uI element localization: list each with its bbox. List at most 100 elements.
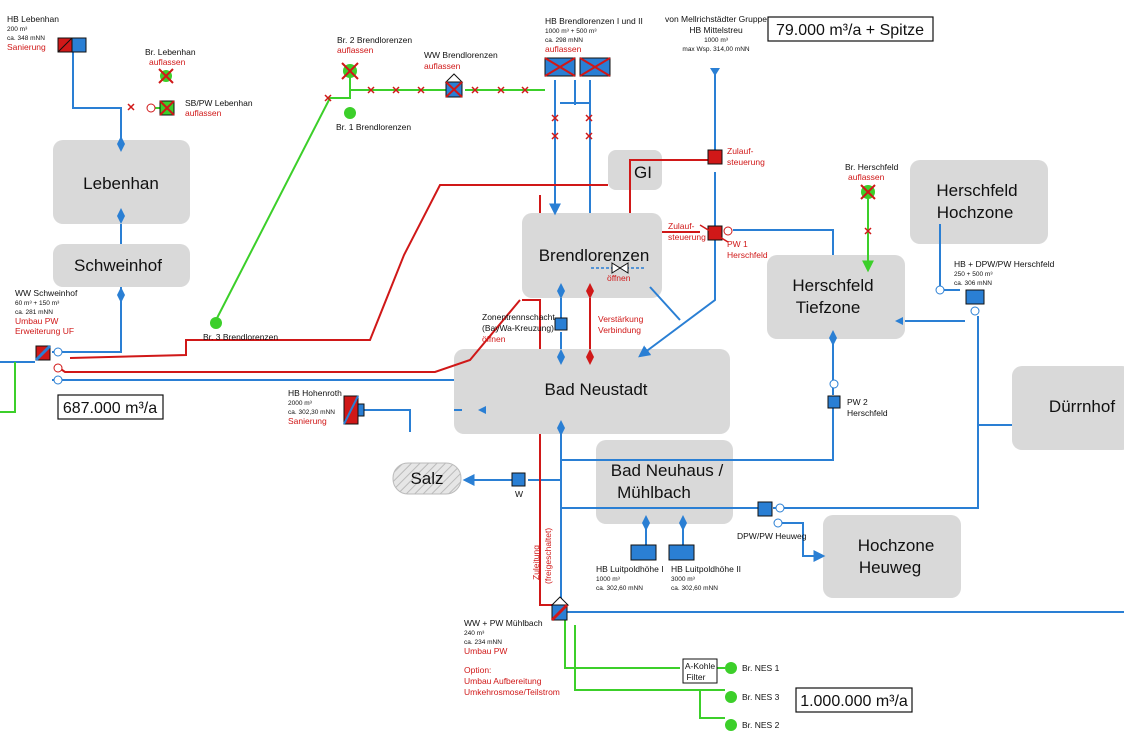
- hb-luitpoldhoehe-1-symbol: [630, 544, 657, 561]
- svg-text:auflassen: auflassen: [185, 108, 222, 118]
- br2-symbol: [341, 62, 359, 80]
- svg-text:Verstärkung: Verstärkung: [598, 314, 644, 324]
- label-br-herschfeld: Br. Herschfeld auflassen: [845, 162, 899, 182]
- label-nes3: Br. NES 3: [742, 692, 780, 702]
- zone-label: Bad Neustadt: [544, 380, 647, 399]
- label-hb-luitpold-1: HB Luitpoldhöhe I 1000 m³ ca. 302,60 mNN: [596, 564, 664, 592]
- svg-text:(BayWa-Kreuzung): (BayWa-Kreuzung): [482, 323, 554, 333]
- label-zuleitung: Zuleitung (freigeschaltet): [531, 528, 553, 584]
- zone-schweinhof: Schweinhof: [53, 244, 190, 287]
- volume-box-top: 79.000 m³/a + Spitze: [767, 16, 934, 42]
- svg-text:ca. 306 mNN: ca. 306 mNN: [954, 280, 992, 287]
- br-lebenhan-symbol: [158, 68, 174, 84]
- zone-brendlorenzen: Brendlorenzen: [522, 213, 662, 298]
- zone-bad-neuhaus: Bad Neuhaus / Mühlbach: [596, 440, 733, 524]
- zone-label: Lebenhan: [83, 174, 159, 193]
- hb-hohenroth-symbol: [343, 395, 365, 425]
- svg-text:Verbindung: Verbindung: [598, 325, 641, 335]
- svg-text:ca. 302,60 mNN: ca. 302,60 mNN: [671, 585, 718, 592]
- label-br3: Br. 3 Brendlorenzen: [203, 332, 278, 342]
- svg-text:Umbau Aufbereitung: Umbau Aufbereitung: [464, 676, 542, 686]
- label-hb-brendlorenzen: HB Brendlorenzen I und II 1000 m³ + 500 …: [545, 16, 643, 54]
- zone-bad-neustadt: Bad Neustadt: [454, 349, 730, 434]
- svg-text:200 m³: 200 m³: [7, 26, 28, 33]
- volume-box-bottom: 1.000.000 m³/a: [795, 687, 913, 713]
- svg-text:Br. 2 Brendlorenzen: Br. 2 Brendlorenzen: [337, 35, 412, 45]
- zone-hochzone-heuweg: Hochzone Heuweg: [823, 515, 961, 598]
- ww-brendlorenzen-symbol: [444, 73, 464, 98]
- zone-label: Tiefzone: [796, 298, 861, 317]
- svg-text:HB Hohenroth: HB Hohenroth: [288, 388, 342, 398]
- svg-text:Herschfeld: Herschfeld: [847, 408, 888, 418]
- zone-label: Dürrnhof: [1049, 397, 1115, 416]
- label-w: W: [515, 489, 523, 499]
- svg-text:Zonentrennschacht: Zonentrennschacht: [482, 312, 555, 322]
- pw2-herschfeld-symbol: [827, 379, 841, 409]
- flow-diamonds: [117, 136, 903, 531]
- hb-dpw-herschfeld-symbol: [935, 285, 985, 316]
- brendlorenzen-oeffnen: öffnen: [591, 262, 646, 283]
- label-dpw-heuweg: DPW/PW Heuweg: [737, 531, 807, 541]
- svg-text:öffnen: öffnen: [482, 334, 506, 344]
- label-nes1: Br. NES 1: [742, 663, 780, 673]
- label-zonentrennschacht: Zonentrennschacht (BayWa-Kreuzung) öffne…: [482, 312, 555, 344]
- label-zulaufsteuerung-1: Zulauf- steuerung: [727, 146, 765, 167]
- zone-label: Schweinhof: [74, 256, 162, 275]
- mellrichstadt-inlet-icon: [710, 68, 720, 76]
- zone-gi: GI: [608, 150, 662, 190]
- zone-label: Salz: [410, 469, 443, 488]
- br-herschfeld-symbol: [860, 184, 876, 200]
- svg-text:1000 m³: 1000 m³: [704, 37, 729, 44]
- svg-text:ca. 348 mNN: ca. 348 mNN: [7, 35, 45, 42]
- zone-label: Mühlbach: [617, 483, 691, 502]
- svg-text:öffnen: öffnen: [607, 273, 631, 283]
- svg-text:79.000 m³/a + Spitze: 79.000 m³/a + Spitze: [776, 22, 924, 39]
- label-nes2: Br. NES 2: [742, 720, 780, 730]
- svg-text:WW Brendlorenzen: WW Brendlorenzen: [424, 50, 498, 60]
- svg-text:Umbau PW: Umbau PW: [464, 646, 507, 656]
- label-zulaufsteuerung-2: Zulauf- steuerung: [668, 221, 706, 242]
- svg-text:ca. 298 mNN: ca. 298 mNN: [545, 37, 583, 44]
- label-verstaerkung: Verstärkung Verbindung: [598, 314, 644, 335]
- zone-label: GI: [634, 163, 652, 182]
- label-br1: Br. 1 Brendlorenzen: [336, 122, 411, 132]
- svg-text:HB Mittelstreu: HB Mittelstreu: [689, 25, 743, 35]
- svg-text:Filter: Filter: [687, 672, 706, 682]
- svg-text:A-Kohle: A-Kohle: [685, 661, 716, 671]
- svg-text:steuerung: steuerung: [727, 157, 765, 167]
- svg-text:auflassen: auflassen: [848, 172, 885, 182]
- svg-text:HB Brendlorenzen I und II: HB Brendlorenzen I und II: [545, 16, 643, 26]
- label-sbpw-lebenhan: SB/PW Lebenhan auflassen: [185, 98, 253, 118]
- svg-text:Umbau PW: Umbau PW: [15, 316, 58, 326]
- svg-text:687.000 m³/a: 687.000 m³/a: [63, 400, 157, 417]
- svg-text:ca. 281 mNN: ca. 281 mNN: [15, 309, 53, 316]
- label-br2: Br. 2 Brendlorenzen auflassen: [337, 35, 412, 55]
- zone-label: Herschfeld: [792, 276, 873, 295]
- zonentrennschacht-symbol: [554, 317, 568, 331]
- svg-text:ca. 234 mNN: ca. 234 mNN: [464, 639, 502, 646]
- svg-text:Sanierung: Sanierung: [7, 42, 46, 52]
- hb-brendlorenzen-symbol: [544, 57, 611, 77]
- svg-text:von Mellrichstädter Gruppe: von Mellrichstädter Gruppe: [665, 14, 767, 24]
- svg-text:auflassen: auflassen: [545, 44, 582, 54]
- zone-label: Herschfeld: [936, 181, 1017, 200]
- zone-label: Hochzone: [937, 203, 1014, 222]
- svg-text:60 m³ + 150 m³: 60 m³ + 150 m³: [15, 300, 60, 307]
- br1-symbol: [344, 107, 356, 119]
- svg-text:Erweiterung UF: Erweiterung UF: [15, 326, 74, 336]
- label-pw2: PW 2 Herschfeld: [847, 397, 888, 418]
- svg-text:max Wsp. 314,00 mNN: max Wsp. 314,00 mNN: [682, 46, 749, 53]
- label-br-lebenhan: Br. Lebenhan auflassen: [145, 47, 196, 67]
- svg-text:Zuleitung: Zuleitung: [531, 545, 541, 580]
- zone-label: Bad Neuhaus /: [611, 461, 724, 480]
- label-hb-luitpold-2: HB Luitpoldhöhe II 3000 m³ ca. 302,60 mN…: [671, 564, 741, 592]
- green-pipes: [0, 70, 874, 719]
- svg-text:(freigeschaltet): (freigeschaltet): [543, 528, 553, 584]
- hb-luitpoldhoehe-2-symbol: [668, 544, 695, 561]
- zone-duerrnhof: Dürrnhof: [1012, 366, 1124, 450]
- svg-text:SB/PW Lebenhan: SB/PW Lebenhan: [185, 98, 253, 108]
- svg-text:HB + DPW/PW Herschfeld: HB + DPW/PW Herschfeld: [954, 259, 1055, 269]
- akohle-filter-symbol: A-Kohle Filter: [682, 658, 718, 684]
- zulaufsteuerung-valve: [707, 149, 723, 165]
